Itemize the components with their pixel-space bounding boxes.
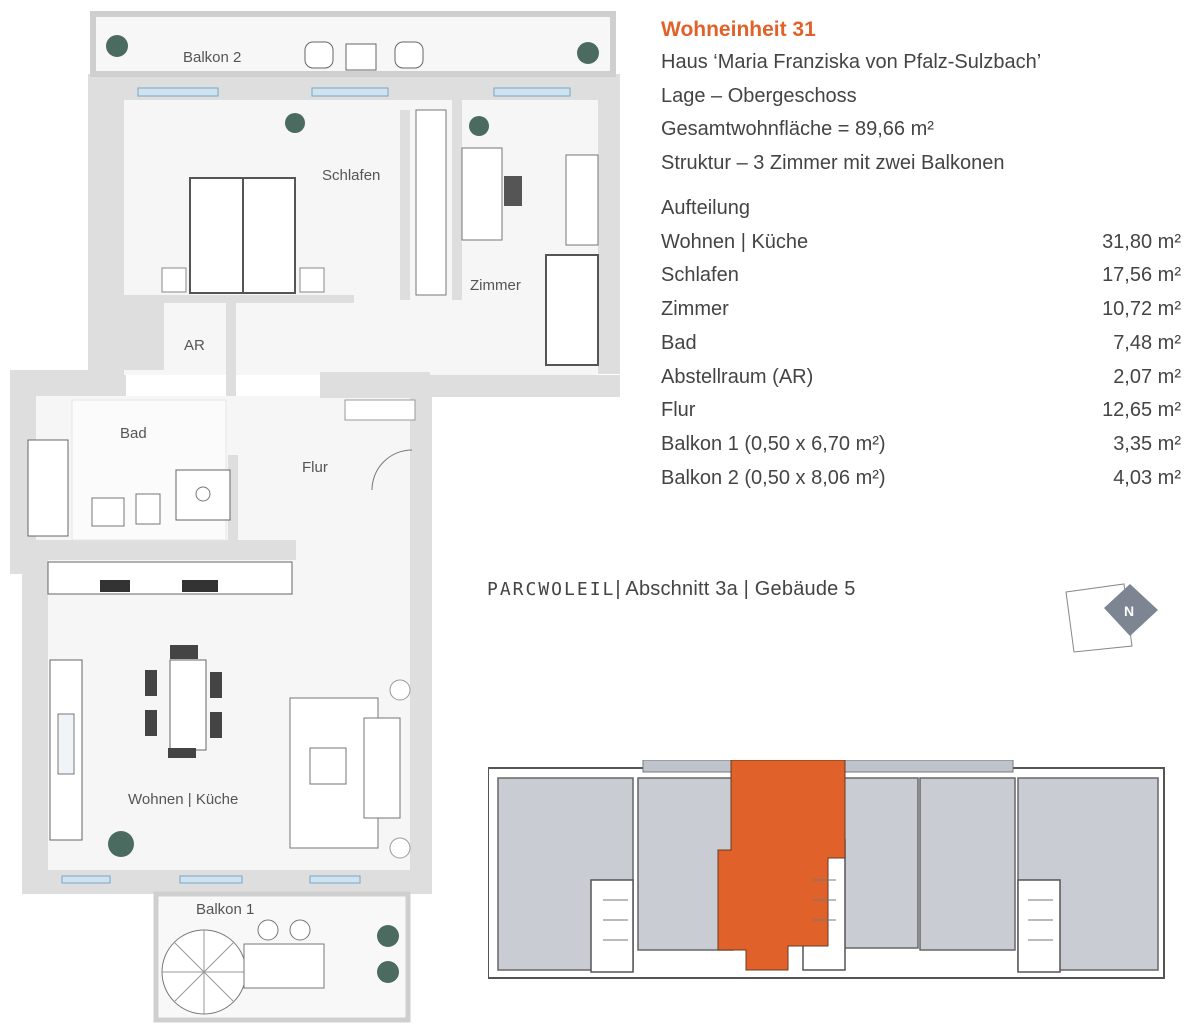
row-room: Wohnen | Küche xyxy=(661,230,809,253)
site-plan xyxy=(488,760,1165,979)
breakdown-row: Wohnen | Küche 31,80 m² xyxy=(661,226,1181,260)
breakdown-row: Schlafen 17,56 m² xyxy=(661,259,1181,293)
row-room: Schlafen xyxy=(661,264,739,287)
room-zimmer: Zimmer xyxy=(461,116,599,366)
row-room: Abstellraum (AR) xyxy=(661,365,814,388)
project-line: PARCWOLEIL| Abschnitt 3a | Gebäude 5 xyxy=(487,578,856,601)
exterior-walls xyxy=(10,74,620,894)
label-bad: Bad xyxy=(120,425,147,442)
site-units xyxy=(497,777,1159,971)
highlighted-unit xyxy=(717,760,846,971)
interior-walls xyxy=(36,100,462,560)
unit-house: Haus ‘Maria Franziska von Pfalz-Sulzbach… xyxy=(661,51,1042,73)
row-area: 10,72 m² xyxy=(1102,298,1181,321)
breakdown-row: Flur 12,65 m² xyxy=(661,394,1181,428)
row-room: Zimmer xyxy=(661,298,729,321)
unit-title: Wohneinheit 31 xyxy=(661,18,816,41)
breakdown-heading: Aufteilung xyxy=(661,197,750,219)
label-zimmer: Zimmer xyxy=(470,277,521,294)
breakdown-row: Abstellraum (AR) 2,07 m² xyxy=(661,361,1181,395)
row-room: Flur xyxy=(661,399,696,422)
compass-letter: N xyxy=(1124,603,1134,619)
project-logo: PARCWOLEIL xyxy=(487,579,616,600)
row-area: 7,48 m² xyxy=(1113,331,1181,354)
living-kitchen: Wohnen | Küche xyxy=(47,561,411,859)
floor-plan: Balkon 2 Schlafen Zimmer xyxy=(10,11,620,1023)
breakdown-row: Balkon 1 (0,50 x 6,70 m²) 3,35 m² xyxy=(661,428,1181,462)
breakdown-row: Bad 7,48 m² xyxy=(661,327,1181,361)
bathroom: Bad xyxy=(27,399,231,541)
north-compass-icon: N xyxy=(1065,583,1158,653)
unit-info-panel: Wohneinheit 31 Haus ‘Maria Franziska von… xyxy=(661,14,1181,496)
breakdown-row: Balkon 2 (0,50 x 8,06 m²) 4,03 m² xyxy=(661,462,1181,496)
row-room: Balkon 1 (0,50 x 6,70 m²) xyxy=(661,433,886,456)
row-area: 3,35 m² xyxy=(1113,433,1181,456)
label-balkon-2: Balkon 2 xyxy=(183,49,241,66)
row-area: 12,65 m² xyxy=(1102,399,1181,422)
row-area: 2,07 m² xyxy=(1113,365,1181,388)
row-room: Bad xyxy=(661,331,697,354)
row-area: 4,03 m² xyxy=(1113,467,1181,490)
balcony-1: Balkon 1 xyxy=(153,891,411,1023)
label-schlafen: Schlafen xyxy=(322,167,380,184)
windows xyxy=(61,87,571,884)
row-room: Balkon 2 (0,50 x 8,06 m²) xyxy=(661,467,886,490)
bedroom: Schlafen xyxy=(161,109,447,296)
project-section: | Abschnitt 3a | Gebäude 5 xyxy=(615,578,856,600)
label-flur: Flur xyxy=(302,459,328,476)
unit-location: Lage – Obergeschoss xyxy=(661,84,857,107)
unit-structure: Struktur – 3 Zimmer mit zwei Balkonen xyxy=(661,151,1005,174)
balcony-2: Balkon 2 xyxy=(90,11,616,77)
label-ar: AR xyxy=(184,337,205,354)
row-area: 17,56 m² xyxy=(1102,264,1181,287)
label-balkon-1: Balkon 1 xyxy=(196,901,254,918)
row-area: 31,80 m² xyxy=(1102,230,1181,253)
breakdown-row: Zimmer 10,72 m² xyxy=(661,293,1181,327)
storage-room: AR xyxy=(184,337,205,354)
label-wohnen-kueche: Wohnen | Küche xyxy=(128,791,238,808)
unit-total-area: Gesamtwohnfläche = 89,66 m² xyxy=(661,118,934,140)
hallway: Flur xyxy=(302,399,416,491)
